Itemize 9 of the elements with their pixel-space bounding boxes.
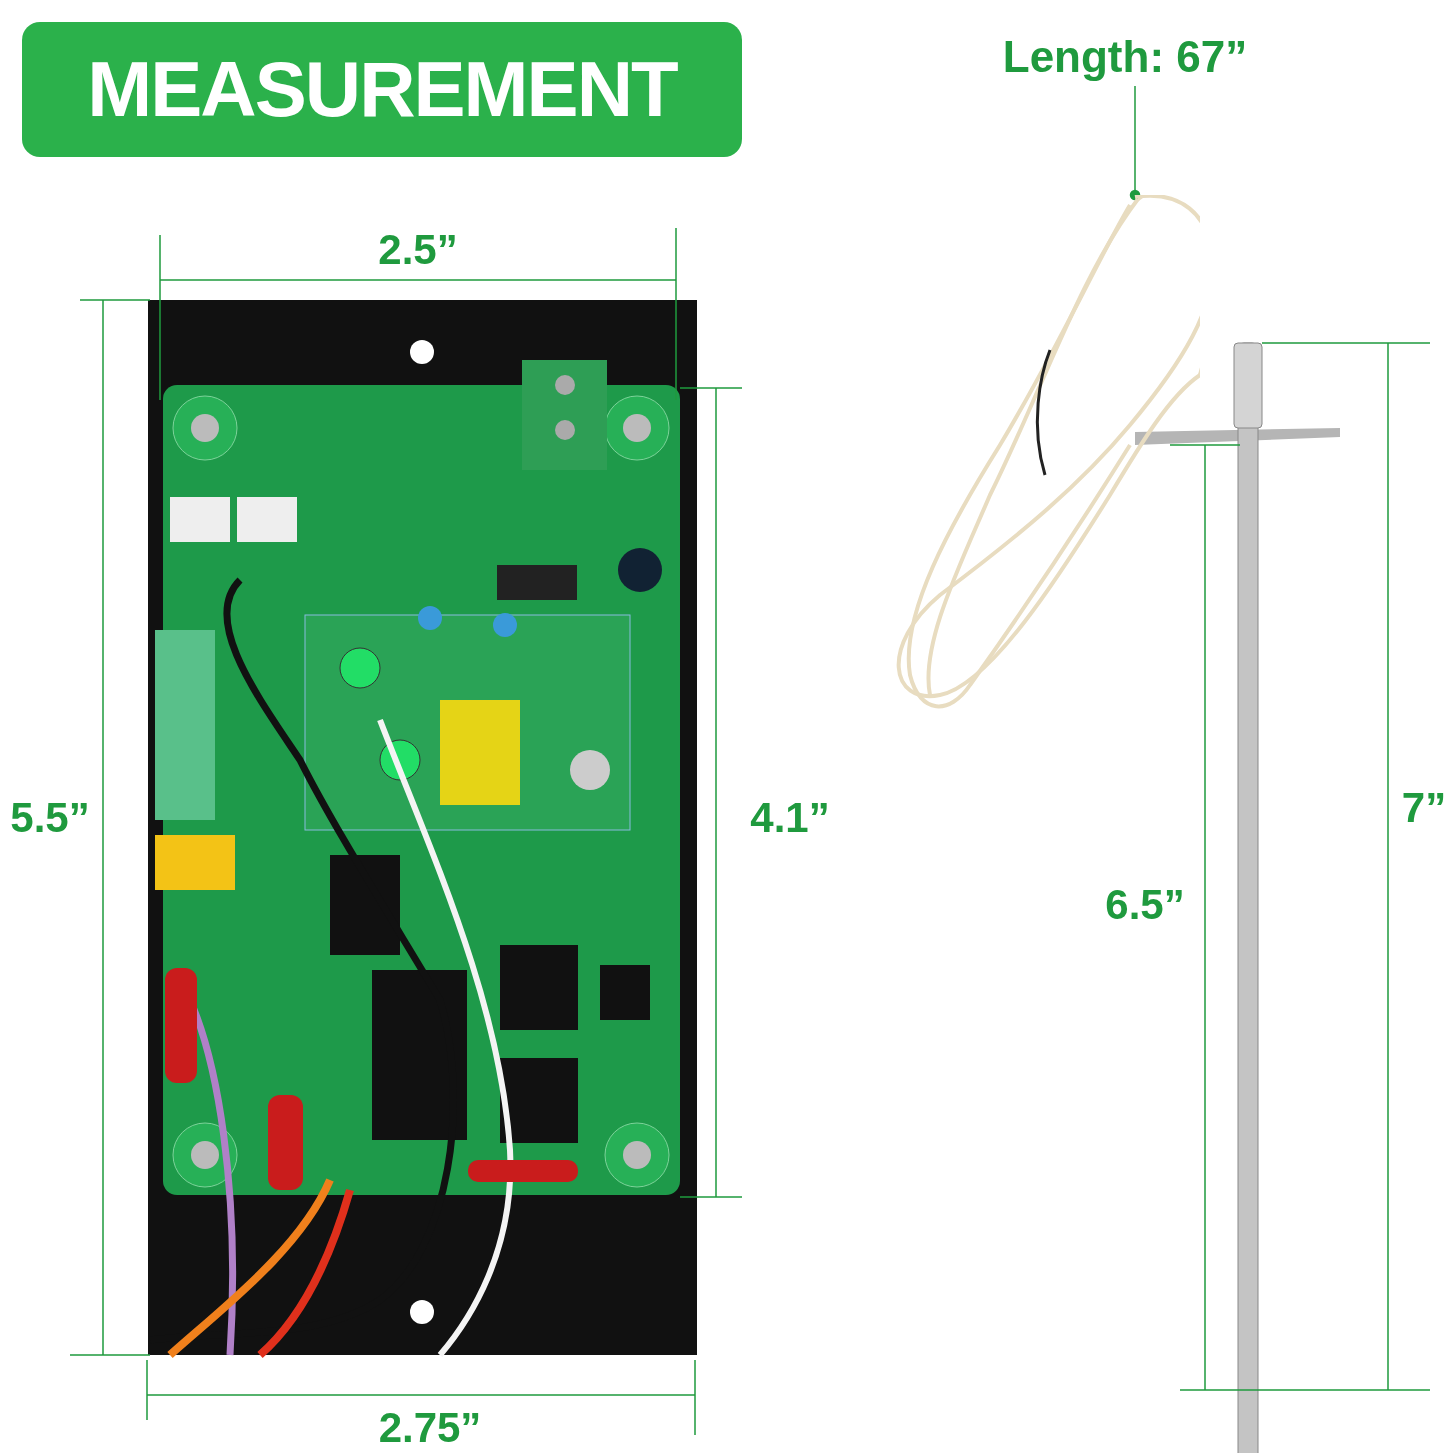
leader-line	[1129, 85, 1141, 201]
dimension-label: 6.5”	[1105, 884, 1185, 926]
dimension-label: 2.5”	[378, 229, 458, 271]
dimension-label: 2.75”	[378, 1407, 482, 1449]
title-banner: MEASUREMENT	[22, 22, 742, 157]
dimension-label: 5.5”	[10, 797, 90, 839]
dimension-label: 7”	[1401, 787, 1447, 829]
dimension-label: 4.1”	[750, 797, 830, 839]
length-label: Length: 67”	[965, 28, 1285, 86]
